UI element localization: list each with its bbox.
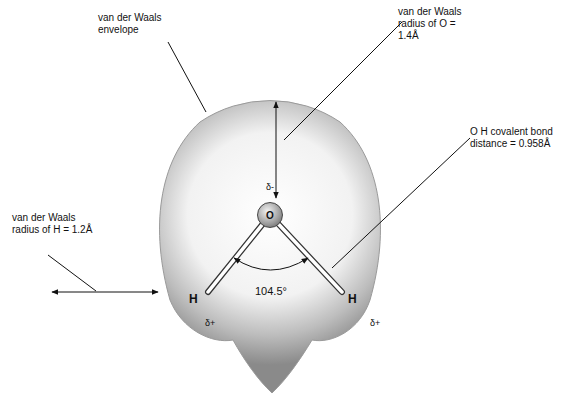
angle-arc bbox=[234, 258, 308, 270]
partial-charge: δ+ bbox=[370, 318, 380, 329]
radius-arrow bbox=[52, 292, 158, 293]
angle-value: 104.5° bbox=[255, 285, 287, 298]
oh-bond bbox=[208, 215, 270, 292]
leader-line bbox=[332, 138, 470, 268]
radius-label: van der Waals radius of H = 1.2Å bbox=[12, 212, 94, 236]
partial-charge: δ- bbox=[266, 182, 274, 193]
envelope-label: van der Waals envelope bbox=[98, 12, 178, 36]
bond-distance-label: O H covalent bond distance = 0.958Å bbox=[470, 126, 562, 150]
leader-line bbox=[168, 42, 206, 112]
radius-arrow bbox=[276, 102, 277, 198]
atom-symbol: H bbox=[189, 292, 198, 306]
oh-bond bbox=[270, 215, 342, 292]
partial-charge: δ+ bbox=[205, 318, 215, 329]
atom-symbol: O bbox=[266, 210, 274, 221]
radius-label: van der Waals radius of O = 1.4Å bbox=[398, 6, 474, 42]
oh-bond-core bbox=[270, 215, 342, 292]
leader-line bbox=[48, 255, 96, 291]
van-der-waals-envelope bbox=[160, 101, 381, 393]
leader-line bbox=[284, 22, 402, 140]
oh-bond-core bbox=[208, 215, 270, 292]
atom-symbol: H bbox=[348, 292, 357, 306]
oxygen-atom: O bbox=[257, 202, 283, 228]
